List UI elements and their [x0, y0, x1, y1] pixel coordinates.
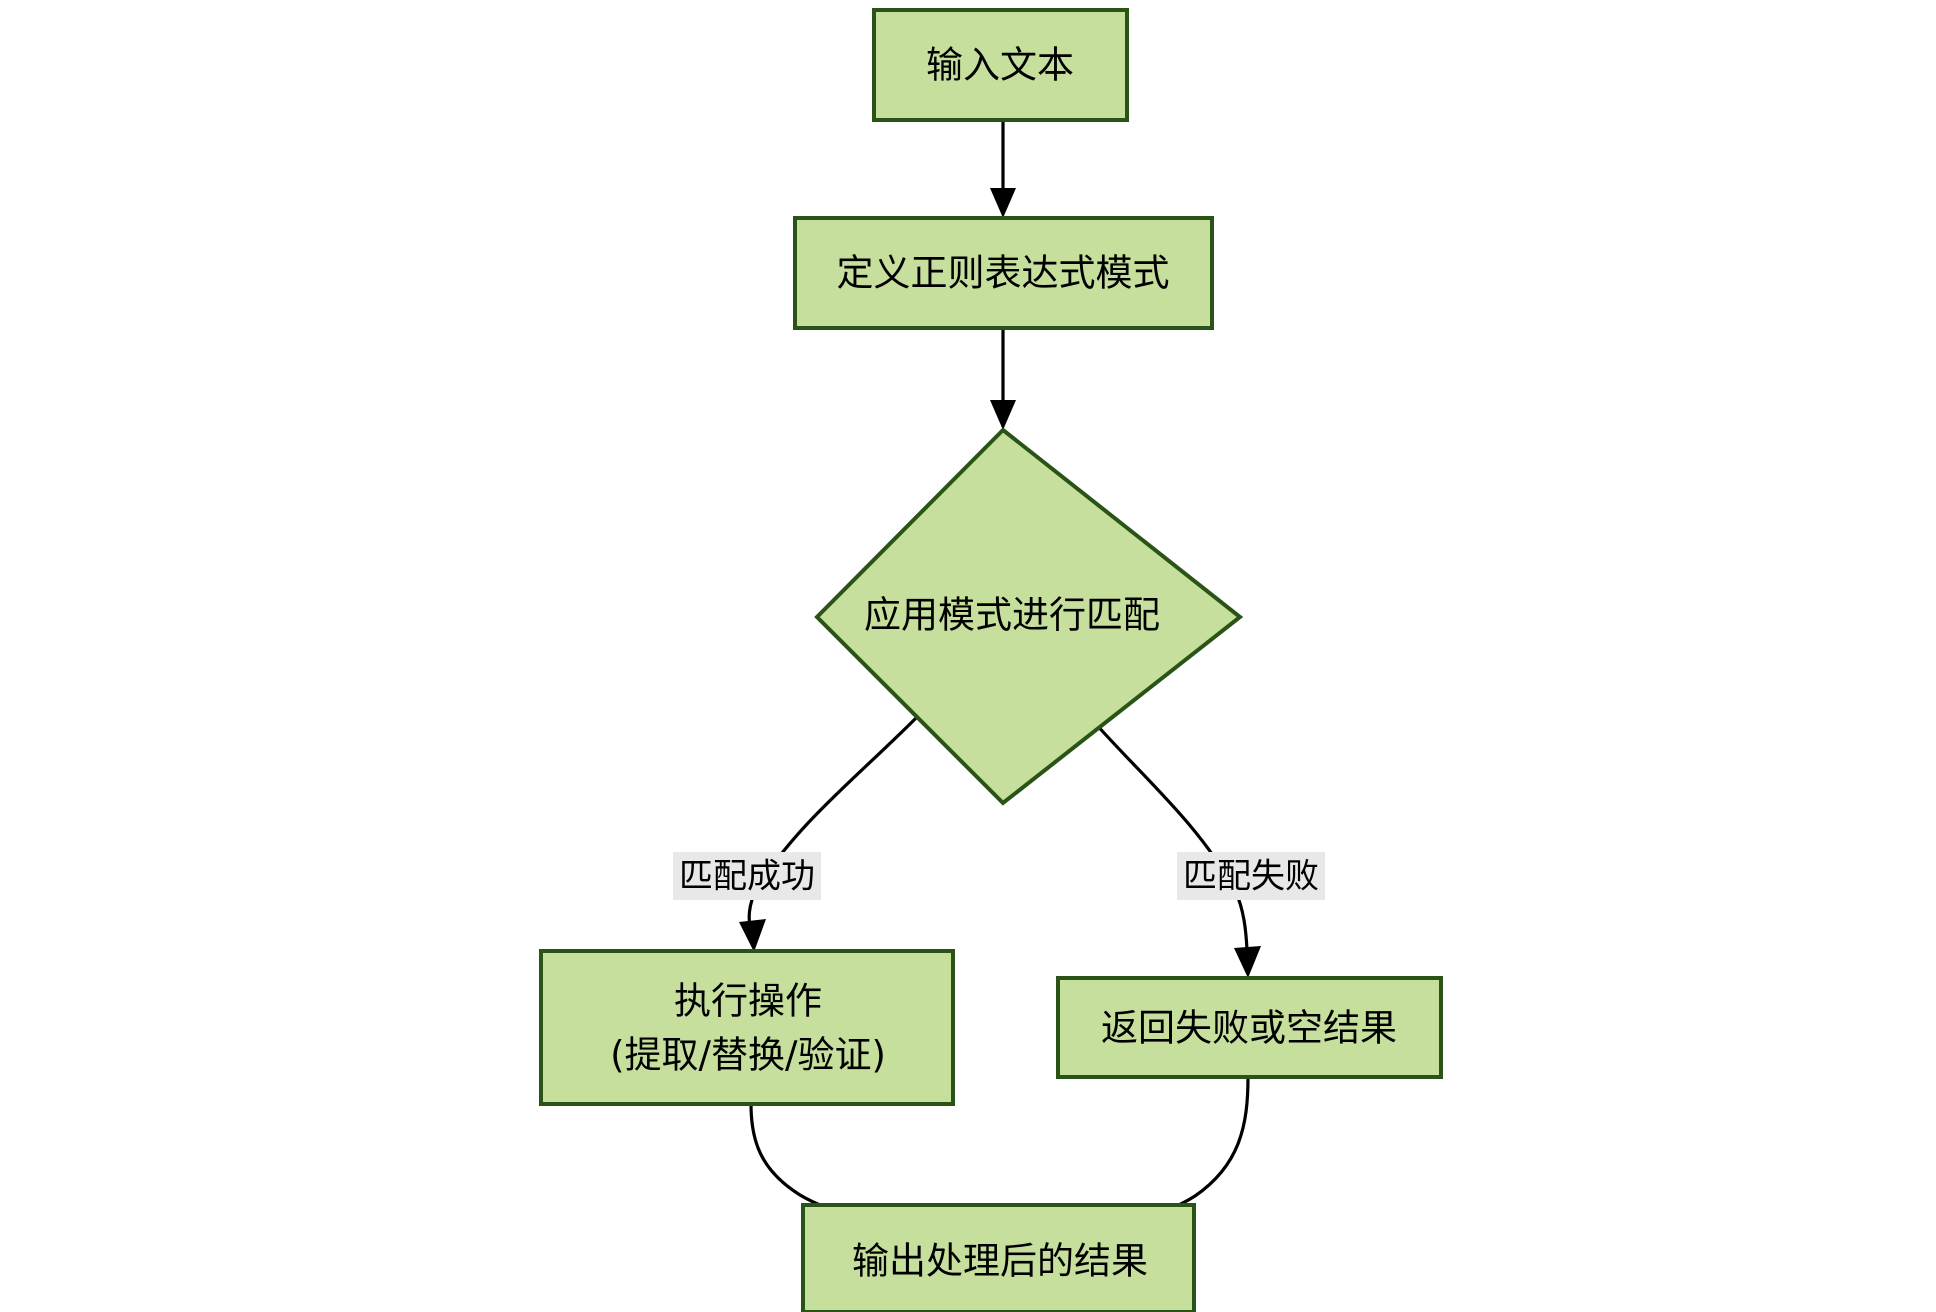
arrowhead-icon [739, 919, 766, 952]
node-input-shape[interactable] [872, 8, 1129, 122]
node-action[interactable]: 执行操作 (提取/替换/验证) [539, 949, 955, 1106]
node-output-shape[interactable] [801, 1203, 1196, 1312]
edge-label-layer: 匹配成功 匹配失败 [673, 852, 1325, 900]
node-match-shape[interactable] [814, 427, 1244, 806]
edge-line [1085, 712, 1249, 951]
arrowhead-icon [1234, 946, 1261, 978]
edge-label-success-text: 匹配成功 [679, 857, 815, 897]
node-action-label-line2: (提取/替换/验证) [610, 1034, 886, 1077]
node-output[interactable]: 输出处理后的结果 [801, 1203, 1196, 1312]
node-input[interactable]: 输入文本 [872, 8, 1129, 122]
arrowhead-icon [990, 188, 1016, 218]
node-fail-label: 返回失败或空结果 [1101, 1007, 1397, 1050]
edge-line [747, 712, 922, 931]
node-define-label: 定义正则表达式模式 [837, 252, 1170, 295]
edge-label-failure-text: 匹配失败 [1183, 857, 1319, 897]
edge-label-failure-background [1177, 852, 1325, 900]
edge-match-to-fail [1085, 712, 1261, 978]
node-match[interactable]: 应用模式进行匹配 [814, 427, 1244, 806]
arrowhead-icon [990, 400, 1016, 430]
node-action-label-line1: 执行操作 [674, 980, 822, 1023]
edge-define-to-match [990, 327, 1016, 430]
edge-input-to-define [990, 120, 1016, 218]
edge-label-match-failure: 匹配失败 [1177, 852, 1325, 900]
node-layer: 输入文本 定义正则表达式模式 应用模式进行匹配 执行操作 (提取/替换/验证) [539, 8, 1443, 1312]
node-match-label: 应用模式进行匹配 [864, 594, 1160, 637]
node-define[interactable]: 定义正则表达式模式 [793, 216, 1214, 330]
edge-match-to-action [739, 712, 922, 952]
node-action-shape[interactable] [539, 949, 955, 1106]
node-fail[interactable]: 返回失败或空结果 [1056, 976, 1443, 1079]
node-input-label: 输入文本 [926, 44, 1074, 87]
node-define-shape[interactable] [793, 216, 1214, 330]
edge-line [1139, 1076, 1250, 1219]
edge-label-success-background [673, 852, 821, 900]
edge-line [749, 1103, 856, 1218]
node-fail-shape[interactable] [1056, 976, 1443, 1079]
edge-label-match-success: 匹配成功 [673, 852, 821, 900]
node-output-label: 输出处理后的结果 [852, 1240, 1148, 1283]
